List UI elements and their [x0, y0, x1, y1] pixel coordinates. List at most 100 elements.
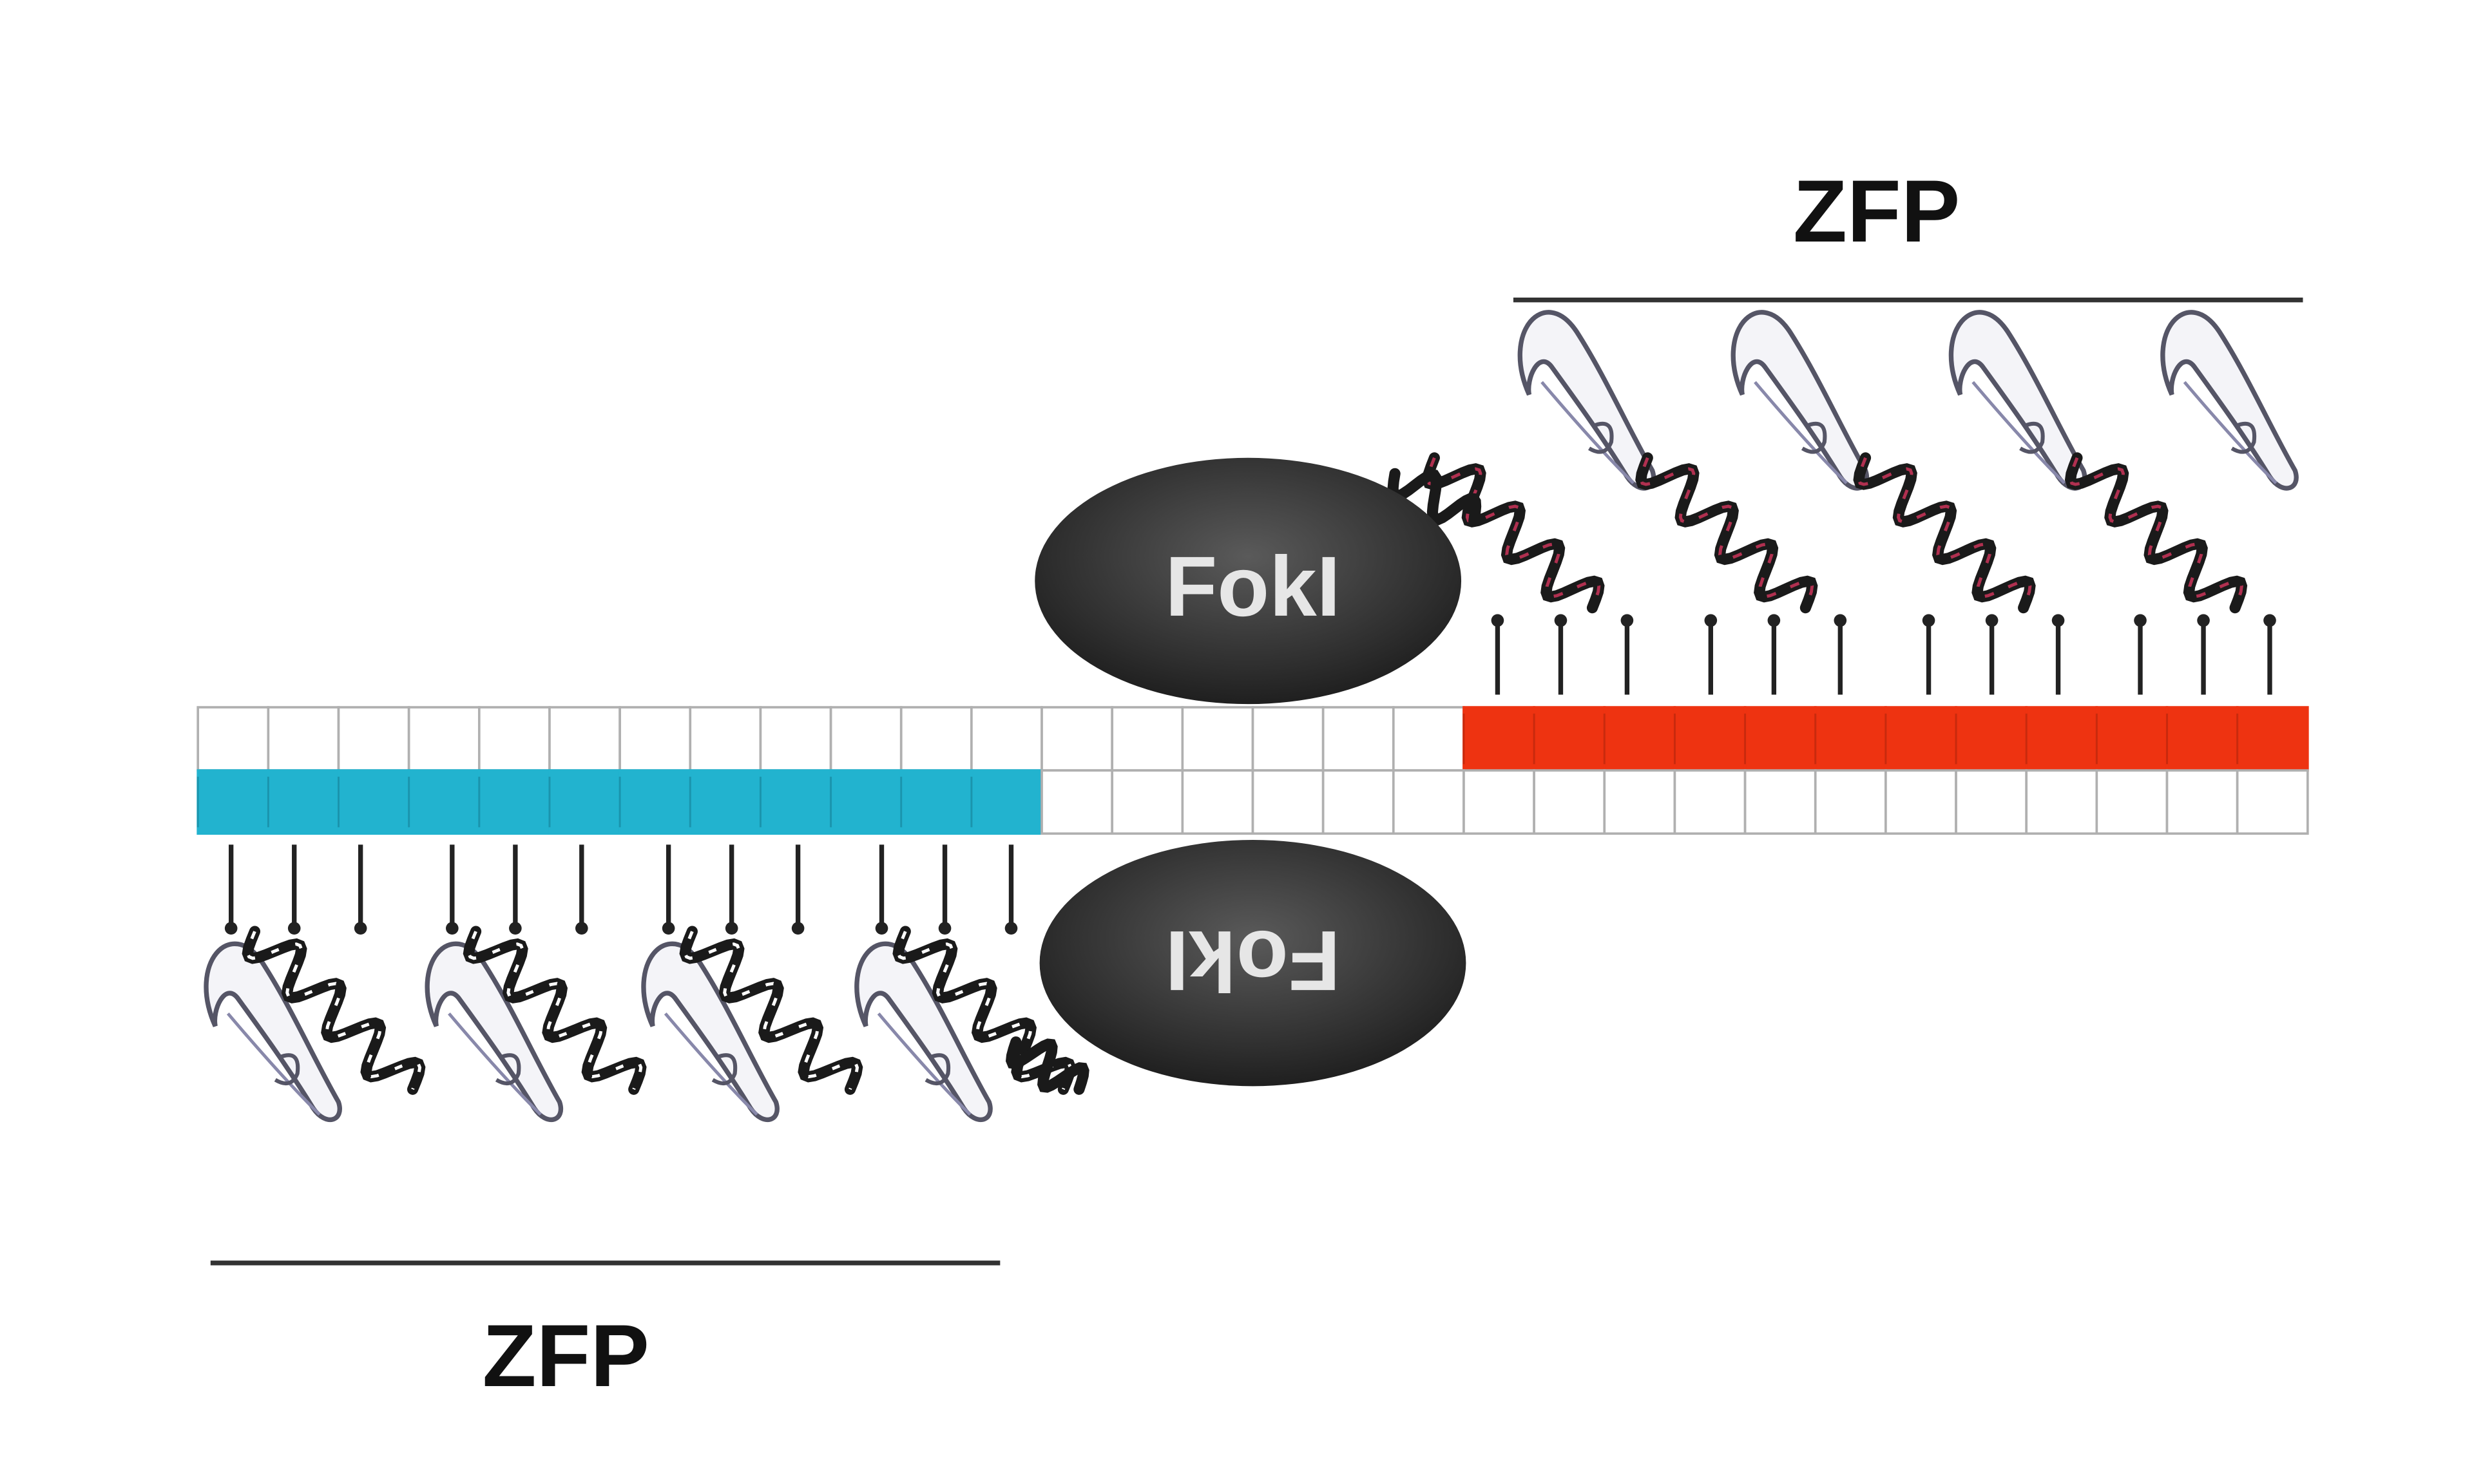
- binding-site-cell-top: [1955, 706, 2028, 772]
- binding-site-cell-top: [1462, 706, 1535, 772]
- dna-cell-bottom: [2025, 769, 2098, 835]
- beta-sheet: [1517, 310, 1656, 491]
- dna-contact-head: [2134, 614, 2147, 627]
- binding-site-cell-top: [2165, 706, 2239, 772]
- dna-contact-head: [938, 922, 952, 935]
- dna-cell-bottom: [1181, 769, 1254, 835]
- dna-contact-head: [1704, 614, 1718, 627]
- dna-cell-top: [759, 706, 832, 772]
- beta-strand: [1754, 381, 1848, 484]
- zinc-finger-domain-icon: [2064, 310, 2299, 695]
- dna-cell-top: [477, 706, 551, 772]
- zinc-finger-domain-icon: [425, 844, 647, 1123]
- dna-cell-top: [1321, 706, 1395, 772]
- dna-contact-head: [1554, 614, 1568, 627]
- beta-turn: [1801, 421, 1827, 454]
- binding-site-cell-top: [1743, 706, 1817, 772]
- beta-sheet: [425, 941, 563, 1123]
- nuclease-domain-icon: [1039, 839, 1466, 1087]
- zinc-finger-domain-icon: [854, 844, 1077, 1123]
- beta-turn: [2019, 421, 2045, 454]
- dna-cell-bottom: [1462, 769, 1535, 835]
- beta-sheet: [854, 941, 993, 1123]
- foki-label-top: FokI: [1165, 539, 1340, 634]
- dna-contact-head: [287, 922, 301, 935]
- alpha-helix: [1422, 452, 1605, 614]
- beta-sheet: [1948, 310, 2087, 491]
- beta-sheet: [2160, 310, 2299, 491]
- alpha-helix: [1853, 452, 2036, 614]
- beta-turn: [1588, 421, 1614, 454]
- dna-cell-bottom: [1673, 769, 1747, 835]
- alpha-helix-accent: [467, 931, 643, 1090]
- dna-bottom-strand: [197, 769, 2309, 835]
- dna-contact-head: [791, 922, 805, 935]
- beta-strand: [226, 1012, 321, 1116]
- dna-contact-head: [1620, 614, 1634, 627]
- dna-contact-head: [725, 922, 738, 935]
- binding-site-cell-bottom: [477, 769, 551, 835]
- beta-strand: [1971, 381, 2066, 484]
- dna-cell-top: [689, 706, 762, 772]
- zinc-finger-domain-icon: [1422, 310, 1656, 695]
- beta-strand: [448, 1012, 542, 1116]
- zfp-label-bottom: ZFP: [483, 1307, 649, 1405]
- foki-label-bottom: FokI: [1165, 913, 1340, 1008]
- dna-cell-bottom: [1743, 769, 1817, 835]
- dna-cell-top: [1181, 706, 1254, 772]
- dna-cell-bottom: [1321, 769, 1395, 835]
- foki-domain-top: FokI: [1035, 457, 1462, 705]
- dna-cell-top: [337, 706, 410, 772]
- dna-contact-head: [575, 922, 588, 935]
- dna-cell-bottom: [1040, 769, 1114, 835]
- beta-strand: [2183, 381, 2277, 484]
- dna-cell-top: [970, 706, 1043, 772]
- dna-cell-bottom: [1392, 769, 1465, 835]
- dna-double-strand: [197, 706, 2309, 835]
- binding-site-cell-top: [2025, 706, 2098, 772]
- dna-cell-top: [548, 706, 621, 772]
- beta-strand: [1540, 381, 1635, 484]
- alpha-helix: [2064, 452, 2248, 614]
- dna-contact-head: [1767, 614, 1781, 627]
- binding-site-cell-top: [1884, 706, 1957, 772]
- binding-site-cell-bottom: [197, 769, 270, 835]
- zinc-finger-domain-icon: [204, 844, 426, 1123]
- dna-cell-bottom: [1603, 769, 1676, 835]
- binding-site-cell-bottom: [689, 769, 762, 835]
- beta-turn: [711, 1053, 738, 1086]
- dna-contact-head: [509, 922, 522, 935]
- dna-cell-top: [407, 706, 481, 772]
- zinc-finger-domain-icon: [1853, 310, 2087, 695]
- dna-contact-head: [1491, 614, 1504, 627]
- alpha-helix-accent: [245, 931, 422, 1090]
- binding-site-cell-bottom: [759, 769, 832, 835]
- zinc-finger-array-top: [1387, 310, 2299, 695]
- dna-cell-top: [618, 706, 692, 772]
- dna-cell-bottom: [1533, 769, 1606, 835]
- zinc-finger-domain-icon: [641, 844, 863, 1123]
- beta-turn: [495, 1053, 521, 1086]
- dna-top-strand: [197, 706, 2309, 772]
- alpha-helix: [1635, 452, 1818, 614]
- zinc-finger-domain-icon: [1635, 310, 1870, 695]
- dna-contact-head: [662, 922, 675, 935]
- dna-cell-bottom: [2095, 769, 2169, 835]
- beta-sheet: [204, 941, 342, 1123]
- dna-contact-head: [1985, 614, 1999, 627]
- dna-contact-head: [446, 922, 459, 935]
- zinc-finger-array-bottom: [204, 844, 1089, 1123]
- dna-cell-bottom: [2165, 769, 2239, 835]
- dna-contact-head: [224, 922, 238, 935]
- dna-cell-top: [1392, 706, 1465, 772]
- dna-cell-bottom: [1251, 769, 1325, 835]
- binding-site-cell-top: [1814, 706, 1887, 772]
- foki-domain-bottom: FokI: [1039, 839, 1466, 1087]
- dna-cell-bottom: [1884, 769, 1957, 835]
- dna-contact-head: [2263, 614, 2276, 627]
- beta-turn: [274, 1053, 300, 1086]
- binding-site-cell-top: [2236, 706, 2309, 772]
- binding-site-cell-bottom: [970, 769, 1043, 835]
- alpha-helix-accent: [896, 931, 1072, 1090]
